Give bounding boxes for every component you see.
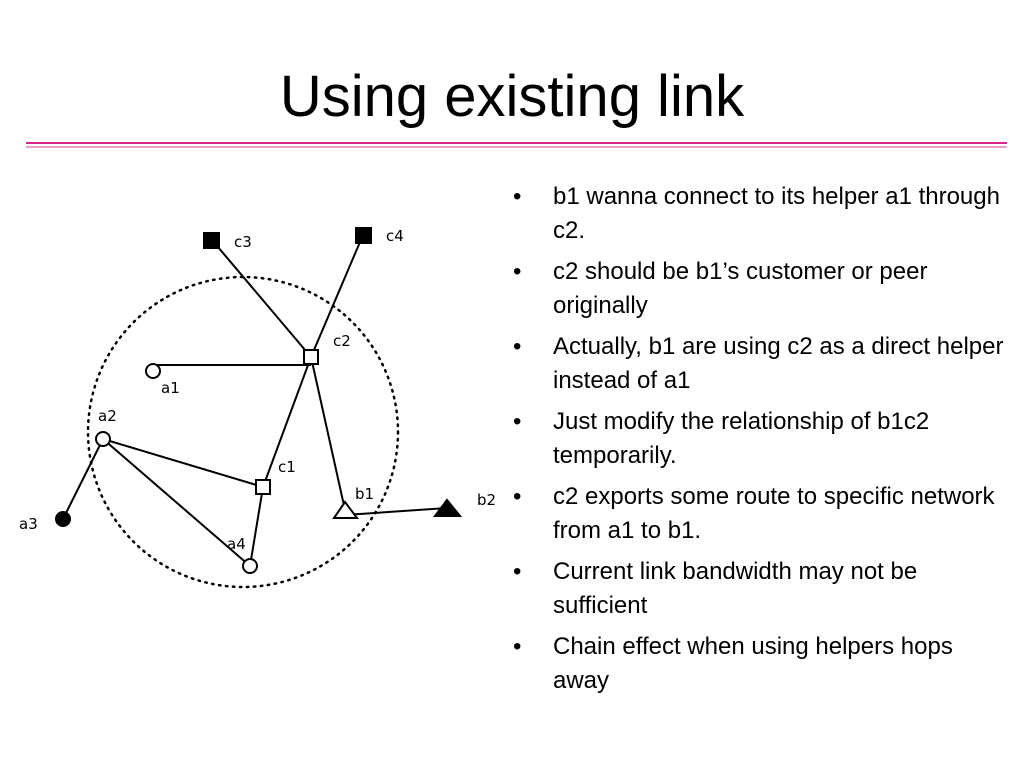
bullet-item: • Actually, b1 are using c2 as a direct h… [508,330,1008,398]
node-label-b2: b2 [477,491,496,509]
node-label-b1: b1 [355,485,374,503]
bullet-text: Just modify the relationship of b1c2 tem… [553,408,930,469]
node-label-c1: c1 [278,458,296,476]
edge-a2-a3 [62,438,104,520]
bullet-item: • c2 exports some route to specific netwo… [508,480,1008,548]
bullet-text: c2 should be b1’s customer or peer origi… [553,258,928,319]
bullet-marker: • [513,408,522,435]
node-label-a4: a4 [227,535,246,553]
bullet-text: Actually, b1 are using c2 as a direct he… [553,333,1004,394]
bullet-marker: • [513,483,522,510]
node-label-a1: a1 [161,379,180,397]
title-divider-primary-line [26,142,1007,144]
node-a2-open-circle [95,431,111,447]
node-a3-filled-circle [55,511,71,527]
bullet-item: • b1 wanna connect to its helper a1 throu… [508,180,1008,248]
diagram-nodes [55,227,463,574]
node-label-c2: c2 [333,332,351,350]
bullet-item: • c2 should be b1’s customer or peer orig… [508,255,1008,323]
node-b2-filled-triangle [433,498,463,517]
node-c3-filled-square [203,232,220,249]
edge-c3-c2 [211,239,312,358]
edge-b1-b2 [344,507,448,516]
bullet-marker: • [513,558,522,585]
bullet-text: Current link bandwidth may not be suffic… [553,558,918,619]
bullet-text: Chain effect when using helpers hops awa… [553,633,953,694]
edge-a2-a4 [102,438,251,567]
bullet-marker: • [513,333,522,360]
bullet-list: • b1 wanna connect to its helper a1 throu… [508,180,1008,705]
edge-a4-c1 [249,486,264,567]
slide-title: Using existing link [279,64,745,129]
diagram-node-labels: c3 c4 c2 a1 a2 c1 b1 b2 a3 a4 [19,227,496,553]
node-c4-filled-square [355,227,372,244]
node-c2-open-square [303,349,319,365]
title-divider [26,142,1007,148]
bullet-item: • Chain effect when using helpers hops aw… [508,630,1008,698]
bullet-marker: • [513,183,522,210]
node-label-a3: a3 [19,515,38,533]
node-c1-open-square [255,479,271,495]
bullet-text: b1 wanna connect to its helper a1 throug… [553,183,1000,244]
node-label-a2: a2 [98,407,117,425]
node-label-c3: c3 [234,233,252,251]
bullet-text: c2 exports some route to specific networ… [553,483,995,544]
node-b1-open-triangle [332,500,359,519]
title-divider-secondary-line [26,146,1007,148]
bullet-item: • Just modify the relationship of b1c2 te… [508,405,1008,473]
edge-c4-c2 [310,234,364,358]
diagram-edges [62,234,448,567]
network-topology-diagram: c3 c4 c2 a1 a2 c1 b1 b2 a3 a4 [19,227,496,589]
bullet-marker: • [513,258,522,285]
node-label-c4: c4 [386,227,404,245]
edge-a2-c1 [102,438,264,488]
bullet-item: • Current link bandwidth may not be suffi… [508,555,1008,623]
edge-c1-c2 [262,356,312,488]
node-a1-open-circle [145,363,161,379]
bullet-marker: • [513,633,522,660]
node-a4-open-circle [242,558,258,574]
edge-b1-c2 [310,356,346,511]
